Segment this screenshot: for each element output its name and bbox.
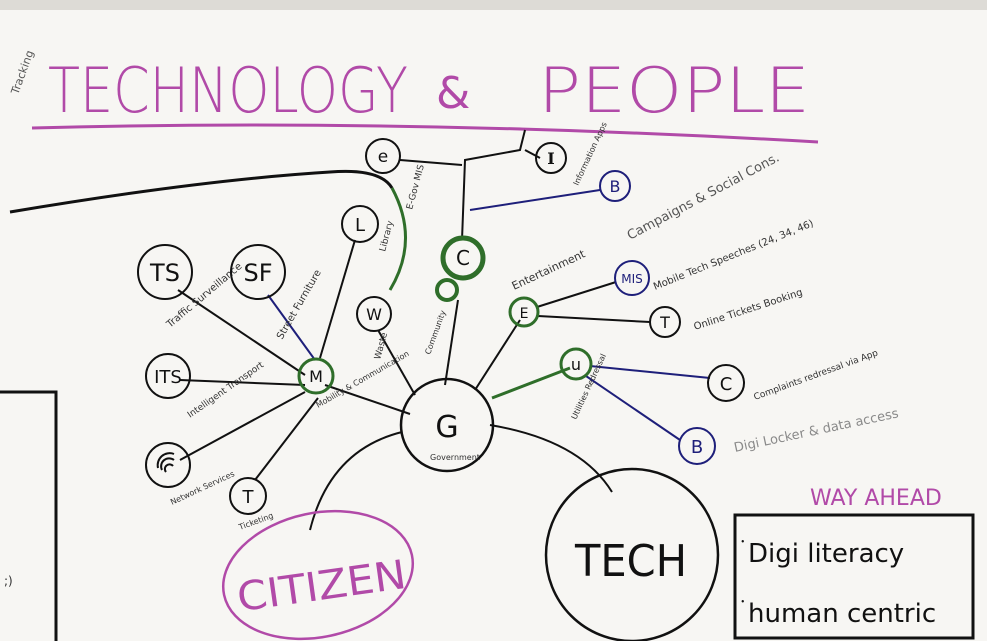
node-sf-letter: SF: [243, 259, 272, 287]
node-b-top-circle: [599, 170, 631, 202]
bottom-left-mark: ;): [4, 574, 13, 588]
node-e-top-letter: e: [378, 147, 388, 167]
node-t-circle: [649, 306, 681, 338]
line-m-l: [319, 239, 356, 359]
node-l-letter: L: [355, 215, 365, 236]
hub-government: G Government: [399, 377, 495, 473]
node-sf-circle: [230, 244, 286, 300]
line-tree-b: [469, 189, 601, 211]
node-tv-letter: T: [242, 487, 255, 508]
line-e-mis: [536, 281, 617, 308]
node-net-circle: [145, 442, 191, 488]
line-tree-i: [524, 149, 541, 159]
way-ahead-bullet-1: •: [741, 537, 745, 548]
hub-tech: TECH: [544, 467, 720, 641]
line-m-its: [179, 379, 306, 386]
way-ahead-item-2: human centric: [748, 599, 936, 629]
node-its-circle: [145, 353, 191, 399]
wifi-arc-inner: [163, 463, 174, 473]
node-b-top: B: [599, 170, 631, 202]
node-e-circle: [508, 296, 540, 328]
line-g-c: [444, 299, 459, 386]
hub-g-caption: Government: [430, 453, 480, 462]
title-technology: TECHNOLOGY: [48, 54, 408, 127]
node-b-right-circle: [678, 427, 716, 465]
node-t-letter: T: [659, 313, 670, 332]
line-g-tech: [489, 424, 613, 493]
node-its-letter: ITS: [154, 367, 182, 388]
tech-circle: [544, 467, 720, 641]
node-c-right-letter: C: [720, 374, 733, 395]
node-l-circle: [341, 205, 379, 243]
node-i-circle: [535, 142, 567, 174]
way-ahead-bullet-2: •: [741, 597, 745, 608]
line-e-t: [537, 315, 651, 323]
line-e-top: [399, 159, 463, 166]
node-c-right-circle: [707, 364, 745, 402]
line-g-w: [377, 329, 416, 396]
note-way-ahead: WAY AHEAD: [810, 486, 942, 511]
line-g-m: [324, 384, 411, 415]
title-people: PEOPLE: [538, 54, 810, 127]
connector-left-arc: [9, 169, 394, 214]
connectors: [177, 129, 711, 531]
title-ampersand: &: [436, 68, 470, 119]
node-c-letter: C: [456, 246, 470, 270]
hub-g-circle: [399, 377, 495, 473]
node-e-letter: E: [520, 306, 529, 322]
top-shadow: [0, 0, 987, 10]
node-i-letter: I: [547, 149, 554, 168]
line-m-tv: [254, 397, 319, 481]
node-m-letter: M: [309, 367, 323, 386]
line-m-sf: [267, 294, 316, 361]
citizen-ellipse: [221, 509, 415, 641]
left-edge-box: [0, 390, 58, 641]
wifi-icon: [156, 452, 175, 473]
line-m-net: [179, 391, 306, 461]
page-title: TECHNOLOGY & PEOPLE: [48, 54, 810, 127]
connector-arc-green: [388, 187, 407, 291]
node-ts-circle: [137, 244, 193, 300]
way-ahead-box: [733, 513, 975, 640]
node-b-right: B: [678, 427, 716, 465]
line-g-e: [474, 319, 521, 391]
node-u-letter: u: [571, 355, 581, 374]
line-g-u: [491, 366, 571, 400]
node-b-top-letter: B: [610, 177, 621, 196]
node-tv-circle: [229, 477, 267, 515]
node-ts-letter: TS: [149, 259, 180, 287]
line-m-ts: [177, 289, 306, 376]
line-c-tree: [461, 129, 526, 241]
line-u-b: [585, 375, 681, 441]
node-w-circle: [356, 296, 392, 332]
node-b-right-letter: B: [691, 437, 703, 458]
node-m-circle: [297, 357, 335, 395]
wifi-arc-outer: [156, 452, 175, 469]
line-u-c: [589, 365, 711, 379]
node-c-circle: [440, 235, 486, 281]
node-e-top-circle: [365, 138, 401, 174]
title-underline: [31, 123, 819, 144]
hub-g-letter: G: [435, 410, 458, 445]
way-ahead-item-1: Digi literacy: [748, 539, 904, 569]
node-mis-letter: MIS: [621, 272, 643, 286]
node-mis-circle: [614, 260, 650, 296]
node-u-circle: [559, 347, 593, 381]
node-w-letter: W: [366, 305, 382, 324]
node-c-blob: [435, 278, 459, 302]
tech-label: TECH: [574, 536, 687, 587]
wifi-arc-mid: [160, 457, 175, 471]
